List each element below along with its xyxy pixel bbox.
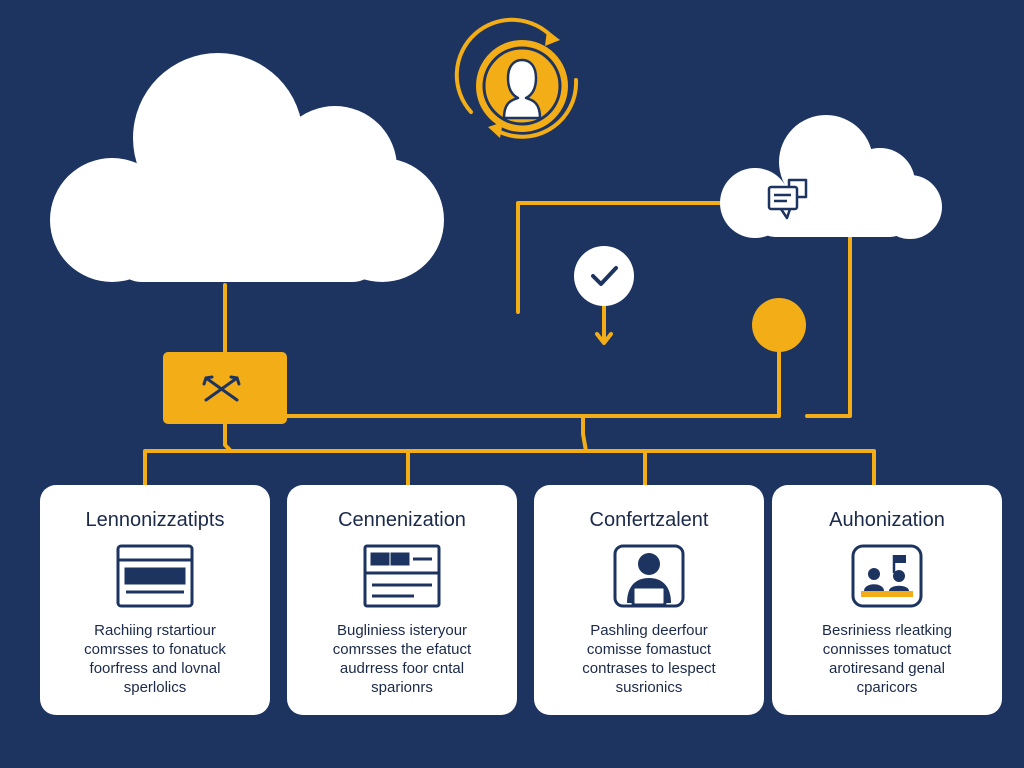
chat-bubble-icon [767,178,808,220]
user-avatar-icon [476,40,568,132]
small-cloud-icon [720,115,942,239]
connector-lines [143,201,876,487]
sync-arrows-icon [454,17,579,139]
person-at-desk-icon [613,544,685,608]
card-title: Auhonization [829,509,945,531]
dashboard-window-icon [363,544,441,608]
large-cloud-icon [50,53,444,282]
presentation-icon [851,544,923,608]
card-title: Confertzalent [589,509,709,531]
checkmark-icon [574,246,634,306]
status-dot [752,298,806,352]
card-title: Lennonizzatipts [85,509,225,531]
network-hub-icon [163,352,287,424]
browser-window-icon [116,544,194,608]
card-title: Cennenization [338,509,466,531]
